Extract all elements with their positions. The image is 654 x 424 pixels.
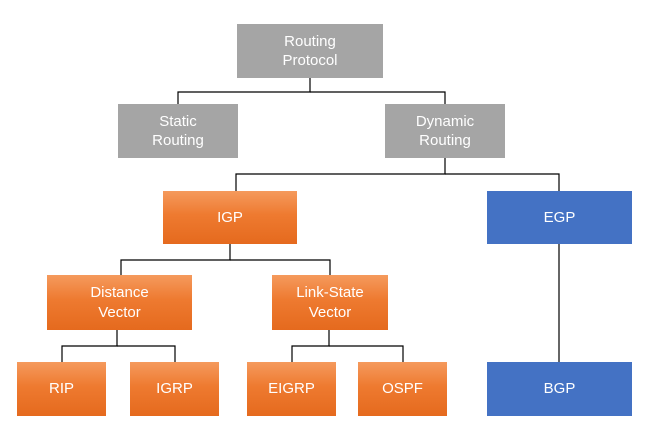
node-static-routing: Static Routing xyxy=(118,104,238,158)
node-dynamic-routing: Dynamic Routing xyxy=(385,104,505,158)
edge-igp-distance-vector xyxy=(120,244,231,275)
node-routing-protocol: Routing Protocol xyxy=(237,24,383,78)
edge-link-state-vector-ospf xyxy=(329,345,404,362)
edge-igp-link-state-vector xyxy=(230,259,331,275)
node-bgp: BGP xyxy=(487,362,632,416)
edge-distance-vector-rip xyxy=(61,330,118,362)
edge-routing-protocol-static-routing xyxy=(177,78,311,104)
node-igp: IGP xyxy=(163,191,297,244)
edge-dynamic-routing-egp xyxy=(445,173,560,191)
node-eigrp: EIGRP xyxy=(247,362,336,416)
edge-routing-protocol-dynamic-routing xyxy=(310,91,446,104)
node-igrp: IGRP xyxy=(130,362,219,416)
node-ospf: OSPF xyxy=(358,362,447,416)
edge-link-state-vector-eigrp xyxy=(291,330,330,362)
edge-dynamic-routing-igp xyxy=(235,158,446,191)
edge-distance-vector-igrp xyxy=(117,345,176,362)
node-link-state-vector: Link-State Vector xyxy=(272,275,388,330)
node-egp: EGP xyxy=(487,191,632,244)
node-rip: RIP xyxy=(17,362,106,416)
node-distance-vector: Distance Vector xyxy=(47,275,192,330)
